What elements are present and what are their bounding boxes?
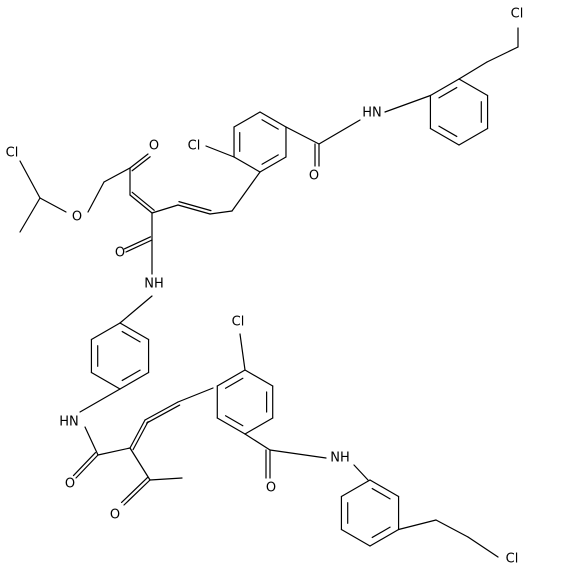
bond-line <box>233 156 261 173</box>
bond-line <box>371 487 391 500</box>
bond-line <box>438 86 458 99</box>
bond-line <box>132 421 149 451</box>
atom-label-hn: HN <box>59 415 79 430</box>
bond-line <box>103 167 131 183</box>
bond-line <box>75 454 99 479</box>
atom-label-cl: Cl <box>232 315 245 330</box>
atom-label-nh: NH <box>144 277 164 292</box>
atom-label-o: O <box>309 169 319 184</box>
bond-line <box>90 322 121 341</box>
bond-line <box>233 111 261 128</box>
bond-line <box>239 333 246 371</box>
bond-line <box>120 476 149 504</box>
bond-line <box>129 419 146 449</box>
bond-line <box>84 426 99 456</box>
atom-label-nh: NH <box>330 451 350 466</box>
bond-line <box>131 156 151 172</box>
atom-labels: Cl HN O Cl O Cl O O NH Cl HN O O O NH Cl <box>6 7 524 567</box>
bond-line <box>129 194 153 214</box>
bond-line <box>231 171 261 212</box>
bond-line <box>90 371 121 390</box>
bond-line <box>397 519 437 531</box>
bond-line <box>340 528 371 547</box>
atom-label-cl: Cl <box>511 7 524 22</box>
bond-line <box>224 415 244 427</box>
atom-label-o: O <box>65 477 75 492</box>
bond-line <box>121 369 141 382</box>
bond-line <box>178 201 212 212</box>
bond-line <box>149 477 183 481</box>
atom-label-o: O <box>72 210 82 225</box>
atom-label-cl: Cl <box>506 552 519 567</box>
bond-line <box>458 61 488 80</box>
bond-line <box>119 295 153 324</box>
bond-line <box>259 111 287 128</box>
bond-line <box>486 46 519 63</box>
bond-line <box>216 417 246 435</box>
bond-line <box>131 191 155 211</box>
bond-line <box>177 387 214 403</box>
bond-line <box>123 236 152 250</box>
bond-lines <box>19 27 519 558</box>
bond-line <box>39 197 67 213</box>
atom-label-cl: Cl <box>6 146 19 161</box>
bond-line <box>177 204 211 215</box>
atom-label-cl: Cl <box>188 139 201 154</box>
bond-line <box>125 239 153 253</box>
bond-line <box>209 210 233 215</box>
bond-line <box>244 369 274 387</box>
bond-line <box>244 417 274 435</box>
bond-line <box>123 479 151 506</box>
bond-line <box>244 433 271 451</box>
bond-line <box>87 181 105 213</box>
bond-line <box>144 401 179 421</box>
bond-line <box>261 154 279 165</box>
bond-line <box>438 125 458 138</box>
bond-line <box>285 126 320 145</box>
bond-line <box>353 464 369 481</box>
bond-line <box>435 519 469 538</box>
atom-label-o: O <box>149 139 159 154</box>
bond-line <box>429 78 460 97</box>
bond-line <box>79 388 121 413</box>
atom-label-hn: HN <box>362 106 382 121</box>
bond-line <box>369 479 400 498</box>
atom-label-o: O <box>115 246 125 261</box>
bond-line <box>216 369 246 387</box>
bond-line <box>269 449 327 459</box>
bond-line <box>224 377 244 389</box>
bond-line <box>129 447 151 481</box>
bond-line <box>318 119 361 145</box>
bond-line <box>259 156 287 173</box>
bond-line <box>72 451 97 477</box>
bond-line <box>97 447 131 456</box>
atom-label-o: O <box>266 481 276 496</box>
bond-line <box>371 526 391 539</box>
bond-line <box>151 204 179 214</box>
bond-line <box>467 536 499 558</box>
bond-line <box>384 94 432 113</box>
bond-line <box>369 528 400 547</box>
bond-line <box>429 127 460 146</box>
bond-line <box>205 145 235 158</box>
atom-label-o: O <box>110 508 120 523</box>
bond-line <box>340 479 371 498</box>
bond-line <box>261 119 279 130</box>
bond-line <box>146 404 181 424</box>
bond-line <box>458 78 489 97</box>
bond-line <box>19 160 41 199</box>
bond-line <box>129 153 149 169</box>
bond-line <box>121 330 141 343</box>
bond-line <box>19 197 41 233</box>
bond-line <box>458 127 489 146</box>
bond-line <box>119 371 150 390</box>
bond-line <box>119 322 150 341</box>
